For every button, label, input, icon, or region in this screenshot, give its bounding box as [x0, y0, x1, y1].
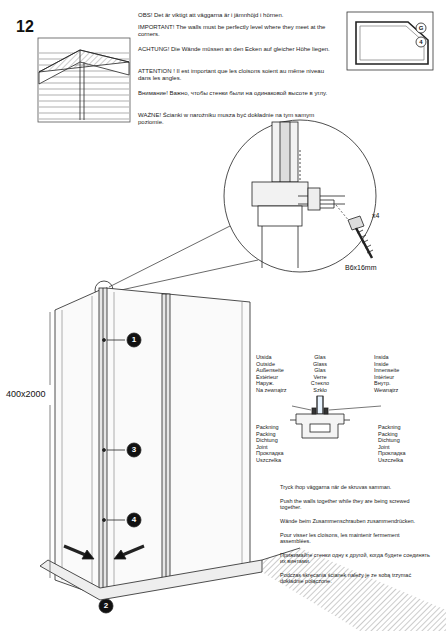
assembly-note: Pour visser les cloisons, les maintenir …: [280, 532, 430, 545]
inside-label: Wewnątrz: [374, 387, 424, 393]
packing-label: Packing: [378, 431, 424, 437]
step-number: 12: [16, 18, 46, 36]
assembly-note: Podczas skręcania ścianek należy je ze s…: [280, 572, 430, 585]
screw-quantity: x4: [372, 212, 392, 220]
outside-label: Utsida: [256, 354, 300, 360]
warning-note: ATTENTION ! Il est important que les clo…: [138, 68, 338, 82]
assembly-note: Прижимайте стенки одну к другой, когда б…: [280, 552, 430, 565]
inside-label: Innenseite: [374, 367, 424, 373]
corner-mark: 4: [416, 39, 426, 46]
packing-label: Dichtung: [378, 437, 424, 443]
inside-label: Insida: [374, 354, 424, 360]
packing-label: Packning: [378, 424, 424, 430]
glass-label: Glas: [300, 354, 340, 360]
packing-label: Packning: [256, 424, 300, 430]
outside-label: Na zewnątrz: [256, 387, 300, 393]
warning-note: Внимание! Важно, чтобы стенки были на од…: [138, 90, 338, 97]
glass-label: Glass: [300, 361, 340, 367]
assembly-note: Wände beim Zusammenschrauben zusammendrü…: [280, 518, 430, 524]
assembly-note: Tryck ihop väggarna när de skruvas samma…: [280, 484, 430, 490]
packing-label: Joint: [378, 444, 424, 450]
packing-label: Joint: [256, 444, 300, 450]
packing-label: Uszczelka: [378, 457, 424, 463]
outside-label: Outside: [256, 361, 300, 367]
packing-label: Прокладка: [256, 450, 300, 456]
glass-label: Verre: [300, 374, 340, 380]
packing-label: Dichtung: [256, 437, 300, 443]
warning-note: IMPORTANT! The walls must be perfectly l…: [138, 24, 338, 38]
outside-label: Außenseite: [256, 367, 300, 373]
glass-label: Szkło: [300, 387, 340, 393]
warning-note: OBS! Det är viktigt att väggarna är i jä…: [138, 12, 338, 19]
screw-size: B6x16mm: [345, 264, 395, 272]
outside-label: Extérieur: [256, 374, 300, 380]
callout-number: 1: [128, 335, 140, 344]
inside-label: Intérieur: [374, 374, 424, 380]
outside-label: Наруж.: [256, 380, 300, 386]
packing-label: Packing: [256, 431, 300, 437]
packing-label: Прокладка: [378, 450, 424, 456]
assembly-note: Push the walls together while they are b…: [280, 498, 430, 511]
packing-label: Uszczelka: [256, 457, 300, 463]
warning-note: ACHTUNG! Die Wände müssen an den Ecken a…: [138, 46, 338, 53]
inside-label: Inside: [374, 361, 424, 367]
warning-note: WAŻNE! Ścianki w narożniku musza być dok…: [138, 112, 338, 126]
callout-number: 2: [100, 601, 112, 610]
callout-number: 3: [128, 445, 140, 454]
inside-label: Внутр.: [374, 380, 424, 386]
glass-label: Стекло: [300, 380, 340, 386]
glass-label: Glas: [300, 367, 340, 373]
corner-mark: G: [416, 25, 426, 32]
panel-dimension: 400x2000: [6, 389, 50, 399]
callout-number: 4: [128, 515, 140, 524]
